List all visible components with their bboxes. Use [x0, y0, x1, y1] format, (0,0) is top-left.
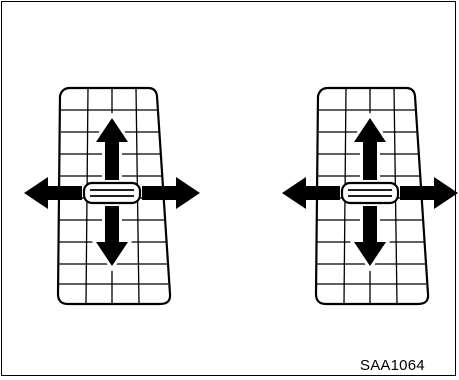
left-vent [24, 86, 200, 306]
frame-border [1, 1, 456, 376]
figure-code-label: SAA1064 [360, 357, 425, 374]
right-vent [282, 86, 458, 306]
